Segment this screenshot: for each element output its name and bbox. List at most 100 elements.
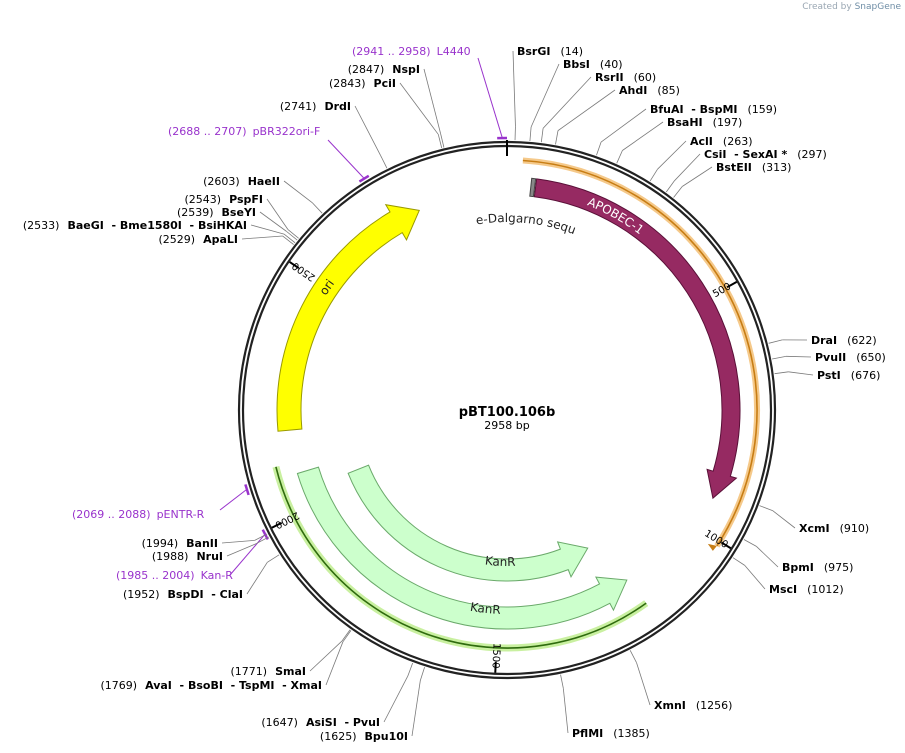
site-leader-inner: [774, 371, 789, 375]
site-position: (1647): [261, 716, 298, 729]
site-leader-inner: [254, 533, 268, 541]
site-position: (676): [851, 369, 881, 382]
site-leader-inner: [596, 141, 602, 156]
site-leader-inner: [312, 202, 323, 214]
site-position: (1256): [696, 699, 733, 712]
plasmid-name: pBT100.106b: [459, 405, 556, 420]
site-position: (1012): [807, 583, 844, 596]
site-leader: [755, 545, 779, 568]
site-leader: [636, 662, 651, 706]
site-leader: [423, 68, 442, 134]
site-leader: [411, 680, 421, 737]
site-name: DraI: [811, 334, 837, 347]
site-label: PstI (676): [817, 369, 880, 382]
site-label: (1771) SmaI: [231, 665, 306, 678]
site-label: (2543) PspFI: [185, 193, 263, 206]
site-position: (2539): [177, 206, 214, 219]
site-name: PvuII: [815, 351, 846, 364]
primer-label-pbr322ori-f: (2688 .. 2707)pBR322ori-F: [168, 125, 320, 138]
apobec-highlight-line: [522, 159, 758, 547]
site-leader-inner: [440, 133, 445, 148]
site-name: AclI: [690, 135, 713, 148]
site-position: (2543): [185, 193, 222, 206]
site-position: (2741): [280, 100, 317, 113]
shine-dalgarno-label: Shine-Dalgarno sequence: [0, 0, 578, 237]
site-name: SmaI: [275, 665, 306, 678]
kanr-arrow-outer: [296, 466, 628, 630]
shine-dalgarno-box: [529, 177, 537, 198]
site-name: AhdI: [619, 84, 647, 97]
site-name: XcmI: [799, 522, 830, 535]
site-leader: [788, 371, 814, 376]
site-leader-inner: [732, 557, 745, 566]
site-leader-inner: [286, 230, 298, 241]
site-label: BfuAI - BspMI(159): [650, 103, 777, 116]
tick-mark-1000: [720, 541, 732, 550]
site-name: BpmI: [782, 561, 814, 574]
site-leader-inner: [649, 168, 658, 182]
site-position: (1988): [152, 550, 189, 563]
primer-mark-pbr322ori-f: [358, 174, 370, 183]
ori-arrow: [276, 204, 420, 432]
site-name: NspI: [392, 63, 420, 76]
site-leader: [309, 640, 343, 672]
kanr-highlight-line: [275, 466, 647, 649]
site-name: XmnI: [654, 699, 686, 712]
site-position: (650): [856, 351, 886, 364]
site-leader-inner: [673, 186, 683, 198]
site-name: BsaHI: [667, 116, 703, 129]
site-name: BanII: [186, 537, 218, 550]
primer-leader-pbr322ori-f: [327, 139, 364, 179]
credit-prefix: Created by: [802, 2, 852, 12]
site-leader-inner: [616, 150, 623, 164]
site-leader: [744, 565, 766, 590]
plasmid-size: 2958 bp: [484, 419, 529, 432]
site-name: CsiI - SexAI *: [704, 148, 787, 161]
site-name: PstI: [817, 369, 841, 382]
site-leader: [354, 105, 382, 156]
site-leader: [657, 140, 687, 170]
site-position: (622): [847, 334, 877, 347]
site-position: (1769): [101, 679, 138, 692]
site-leader-inner: [555, 130, 559, 145]
tick-label-1500: 1500: [489, 643, 501, 669]
primer-range: (2941 .. 2958): [352, 45, 431, 58]
site-label: PflMI(1385): [572, 727, 650, 740]
tick-label-2500: 2500: [290, 259, 317, 282]
site-leader-inner: [407, 662, 414, 677]
site-label: CsiI - SexAI *(297): [704, 148, 827, 161]
site-position: (1994): [142, 537, 179, 550]
site-name: Bpu10I: [365, 730, 409, 743]
site-leader-inner: [267, 554, 280, 563]
primer-label-kan-r: (1985 .. 2004)Kan-R: [116, 569, 233, 582]
site-leader-inner: [768, 339, 783, 344]
site-label: (2603)HaeII: [203, 175, 280, 188]
site-name: BseYI: [222, 206, 256, 219]
site-label: (2539) BseYI: [177, 206, 256, 219]
primer-range: (1985 .. 2004): [116, 569, 195, 582]
site-label: PvuII (650): [815, 351, 886, 364]
site-label: BstEII(313): [716, 161, 791, 174]
site-leader-inner: [342, 630, 352, 643]
site-leader: [562, 688, 569, 734]
site-position: (1771): [231, 665, 268, 678]
site-leader-inner: [529, 126, 532, 142]
site-leader-inner: [759, 505, 773, 511]
site-leader: [600, 108, 647, 143]
apobec-arrow: [533, 178, 741, 500]
primer-leader-kan-r: [229, 534, 265, 576]
site-position: (14): [560, 45, 583, 58]
site-label: XcmI(910): [799, 522, 869, 535]
tick-mark-2500: [289, 261, 300, 269]
site-leader: [266, 198, 289, 230]
site-name: PspFI: [229, 193, 263, 206]
site-name: ApaLI: [203, 233, 238, 246]
site-label: BpmI(975): [782, 561, 853, 574]
site-label: BsaHI(197): [667, 116, 742, 129]
primer-range: (2688 .. 2707): [168, 125, 247, 138]
site-name: PciI: [374, 77, 396, 90]
site-leader: [772, 510, 796, 529]
credit-brand: SnapGene: [854, 2, 901, 12]
site-label: (2741)DrdI: [280, 100, 351, 113]
site-name: RsrII: [595, 71, 624, 84]
